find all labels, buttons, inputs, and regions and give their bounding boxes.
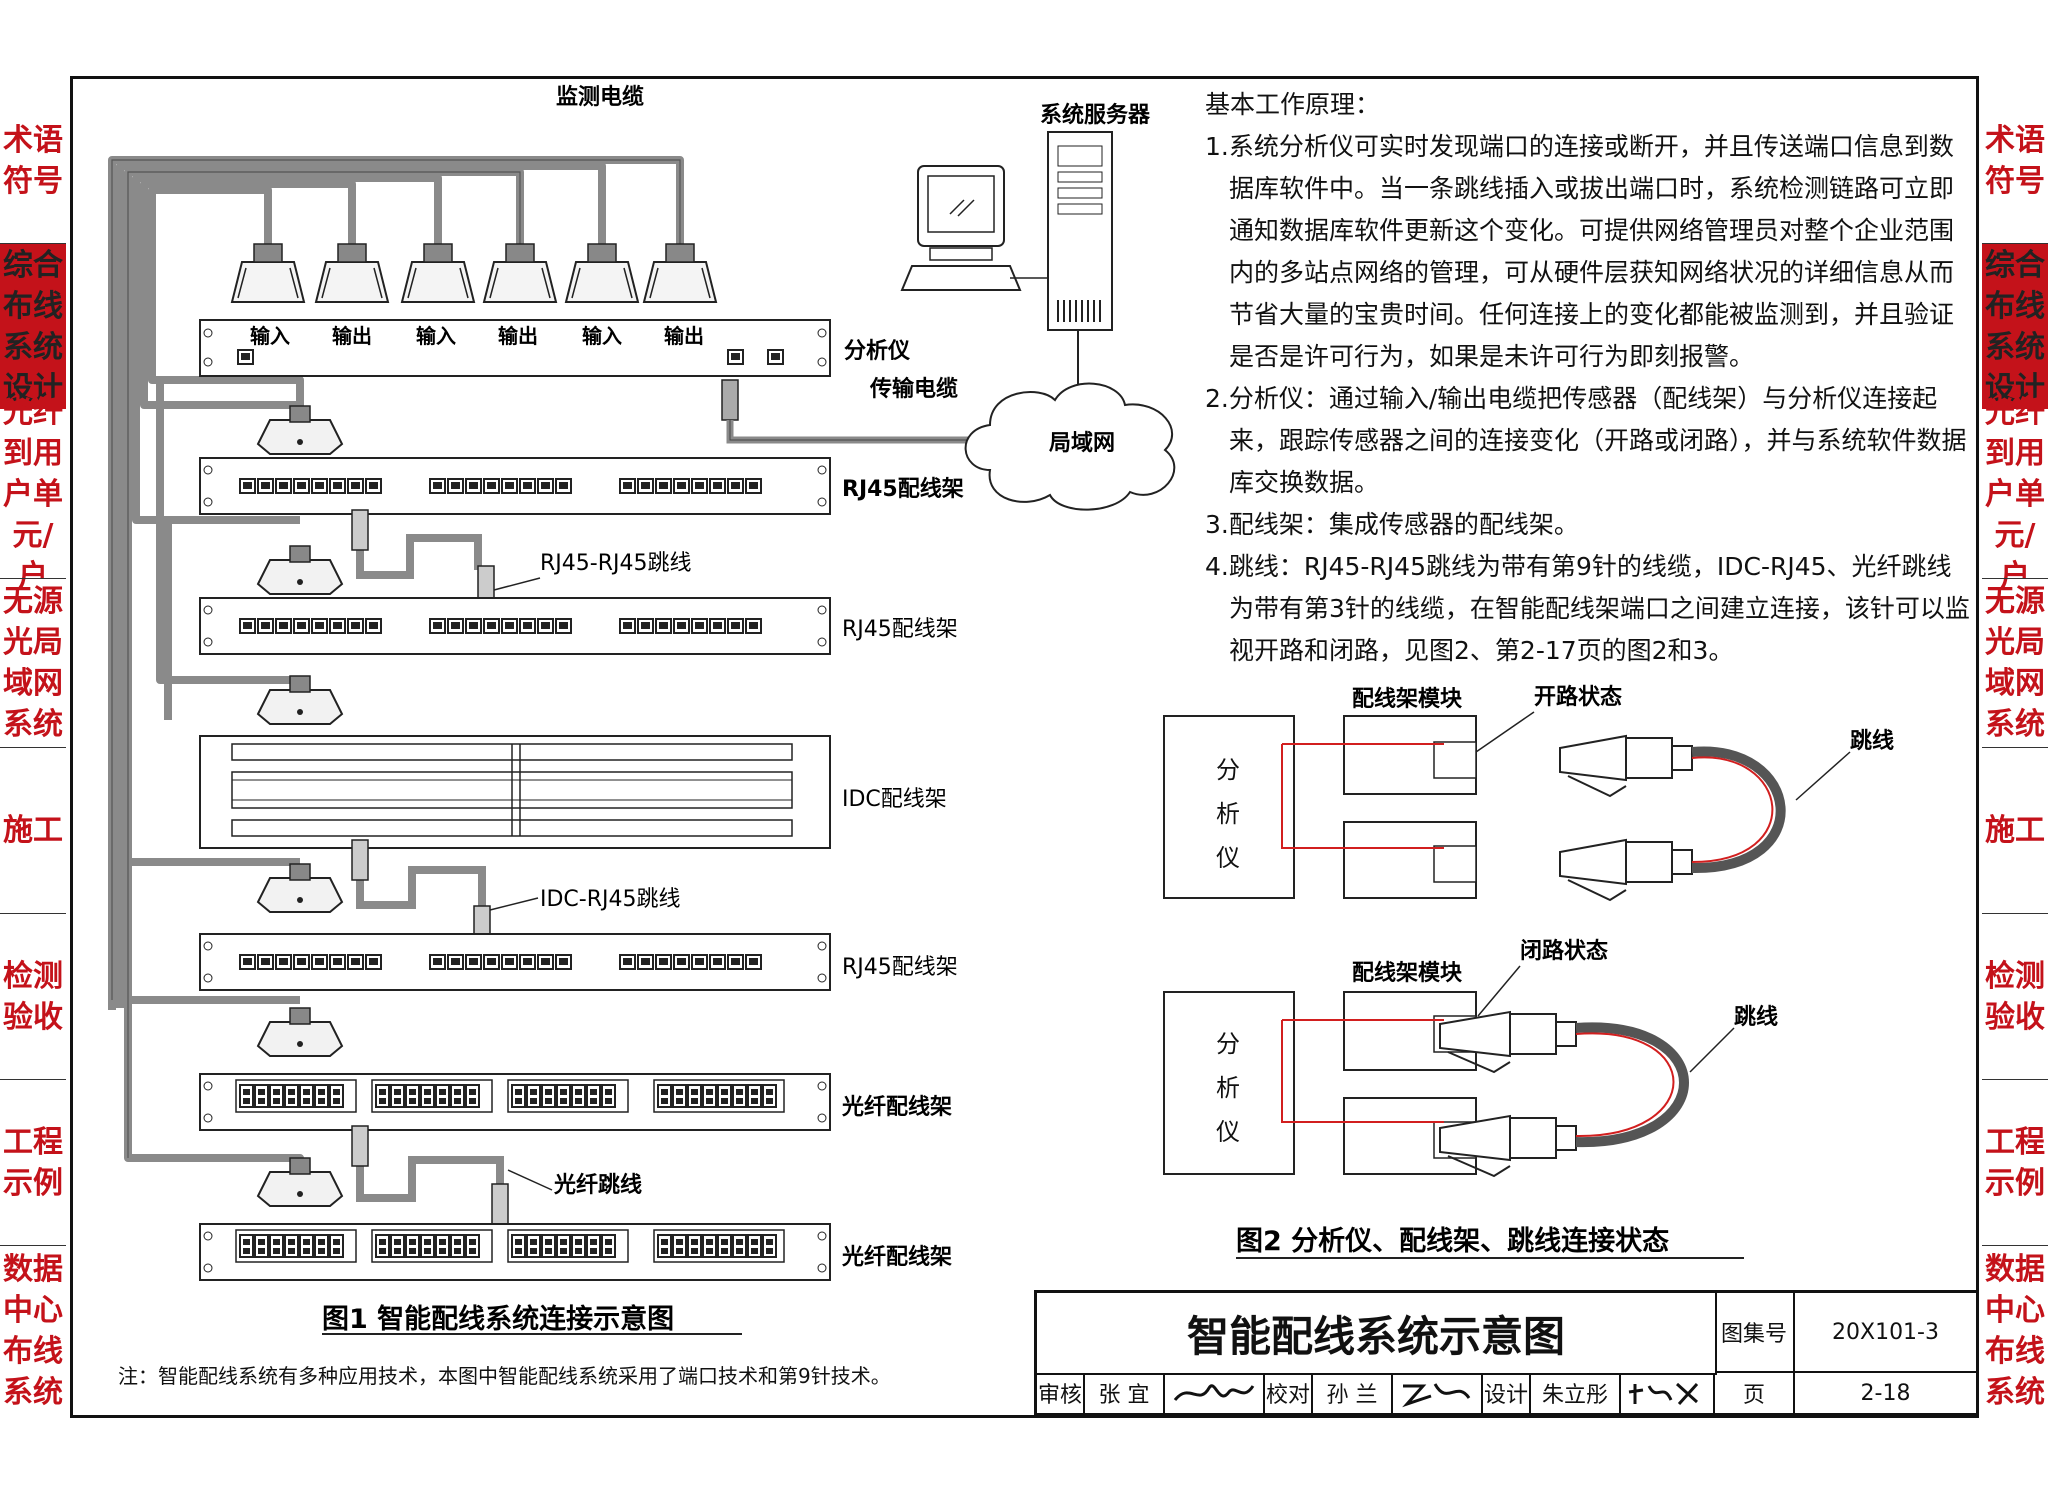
- fig2-jumper-label-2: 跳线: [1734, 1004, 1778, 1030]
- designer-signature: [1621, 1373, 1715, 1415]
- principle-item: 3.配线架：集成传感器的配线架。: [1205, 510, 1579, 539]
- fig2-module-label-2: 配线架模块: [1352, 960, 1463, 986]
- rj45-panel-1: RJ45配线架: [199, 405, 964, 515]
- idc-jumper-label: IDC-RJ45跳线: [540, 887, 681, 912]
- principle-heading: 基本工作原理：: [1205, 90, 1381, 119]
- fig2-jumper-label: 跳线: [1850, 728, 1894, 754]
- lan-label: 局域网: [1049, 430, 1115, 456]
- designer-name: 朱立彤: [1531, 1373, 1621, 1415]
- side-tab-pol[interactable]: 无源 光局 域网 系统: [3, 584, 63, 742]
- principle-item: 2.分析仪：通过输入/输出电缆把传感器（配线架）与分析仪连接起来，跟踪传感器之间…: [1205, 384, 1967, 497]
- side-tab-testing[interactable]: 检测 验收: [3, 958, 63, 1035]
- side-tab-construction-r[interactable]: 施工: [1985, 813, 2045, 848]
- system-server: 系统服务器: [1040, 102, 1151, 331]
- side-tab-examples-r[interactable]: 工程 示例: [1985, 1124, 2045, 1201]
- fiber-jumper-label: 光纤跳线: [553, 1172, 642, 1198]
- footnote: 注：智能配线系统有多种应用技术，本图中智能配线系统采用了端口技术和第9针技术。: [118, 1364, 891, 1388]
- fig1-caption: 图1 智能配线系统连接示意图: [322, 1303, 674, 1335]
- fig2-analyzer-label-open: 分析仪: [1216, 756, 1240, 872]
- fig2-closed-state: 配线架模块 闭路状态 跳线: [1163, 938, 1778, 1178]
- transmission-cable-label: 传输电缆: [869, 376, 958, 402]
- side-tab-cabling-design[interactable]: 综合 布线 系统 设计: [0, 244, 66, 409]
- check-label: 校对: [1265, 1373, 1313, 1415]
- side-tab-terms-r[interactable]: 术语 符号: [1985, 122, 2045, 199]
- rj45-panel-label: RJ45配线架: [842, 955, 958, 980]
- side-tab-fttx-r[interactable]: 光纤 到用 户单 元/户: [1985, 394, 2045, 594]
- side-tab-datacenter[interactable]: 数据 中心 布线 系统: [3, 1252, 63, 1410]
- rj45-panel-label: RJ45配线架: [842, 476, 964, 502]
- side-tab-cabling-design-r[interactable]: 综合 布线 系统 设计: [1982, 244, 2048, 409]
- rj45-jumper-label: RJ45-RJ45跳线: [540, 551, 691, 576]
- fig2-open-state: 分析仪 配线架模块 开路状态 跳线: [1163, 684, 1894, 902]
- atlas-label: 图集号: [1715, 1293, 1795, 1373]
- side-tab-construction[interactable]: 施工: [3, 813, 63, 848]
- rj45-jumper: RJ45-RJ45跳线: [351, 509, 691, 609]
- principle-item: 4.跳线：RJ45-RJ45跳线为带有第9针的线缆，IDC-RJ45、光纤跳线为…: [1205, 552, 1970, 665]
- drawing-frame: [70, 76, 1979, 1418]
- fiber-panel-2: 光纤配线架: [199, 1157, 952, 1281]
- fiber-panel-1: 光纤配线架: [199, 1007, 952, 1131]
- atlas-number: 20X101-3: [1795, 1293, 1976, 1373]
- reviewer-name: 张 宜: [1085, 1373, 1165, 1415]
- side-tab-pol-r[interactable]: 无源 光局 域网 系统: [1985, 584, 2045, 742]
- analyzer-connectors: [231, 243, 717, 303]
- port-label: 输入: [416, 324, 456, 348]
- idc-panel: IDC配线架: [199, 675, 947, 849]
- monitor-cable-bundle: [108, 156, 684, 1175]
- idc-jumper: IDC-RJ45跳线: [351, 839, 681, 949]
- port-label: 输入: [250, 324, 290, 348]
- analyzer-port-labels: 输入 输出 输入 输出 输入 输出: [250, 324, 704, 348]
- fig2-open-label: 开路状态: [1534, 684, 1622, 710]
- design-label: 设计: [1483, 1373, 1531, 1415]
- idc-panel-label: IDC配线架: [842, 787, 947, 812]
- port-label: 输入: [582, 324, 622, 348]
- side-tab-terms[interactable]: 术语 符号: [3, 122, 63, 199]
- fiber-panel-label: 光纤配线架: [841, 1094, 952, 1120]
- port-label: 输出: [498, 324, 538, 348]
- side-tab-testing-r[interactable]: 检测 验收: [1985, 958, 2045, 1035]
- fiber-panel-label: 光纤配线架: [841, 1244, 952, 1270]
- principle-item: 1.系统分析仪可实时发现端口的连接或断开，并且传送端口信息到数据库软件中。当一条…: [1205, 132, 1955, 371]
- drawing-title: 智能配线系统示意图: [1037, 1293, 1717, 1375]
- fig2-module-label: 配线架模块: [1352, 686, 1463, 712]
- workstation-pc: [900, 165, 1048, 291]
- fig2-closed-label: 闭路状态: [1520, 938, 1608, 964]
- lan-cloud: 局域网: [964, 330, 1176, 511]
- side-tab-datacenter-r[interactable]: 数据 中心 布线 系统: [1985, 1252, 2045, 1410]
- monitor-cable-label: 监测电缆: [556, 84, 644, 110]
- fig2-analyzer-label-closed: 分析仪: [1216, 1030, 1240, 1146]
- page-number: 2-18: [1795, 1373, 1976, 1415]
- fiber-jumper: 光纤跳线: [351, 1125, 642, 1229]
- rj45-panel-label: RJ45配线架: [842, 617, 958, 642]
- reviewer-signature: [1165, 1373, 1265, 1415]
- checker-name: 孙 兰: [1313, 1373, 1393, 1415]
- transmission-cable: 传输电缆: [721, 376, 1000, 444]
- review-label: 审核: [1037, 1373, 1085, 1415]
- analyzer-unit: [199, 319, 831, 377]
- checker-signature: [1393, 1373, 1483, 1415]
- title-block: 智能配线系统示意图 图集号 20X101-3 审核 张 宜 校对 孙 兰 设计 …: [1034, 1290, 1976, 1415]
- page-label: 页: [1715, 1373, 1795, 1415]
- analyzer-label: 分析仪: [844, 339, 911, 364]
- port-label: 输出: [332, 324, 372, 348]
- working-principle: 基本工作原理： 1.系统分析仪可实时发现端口的连接或断开，并且传送端口信息到数据…: [1205, 84, 1975, 672]
- rj45-panel-2: RJ45配线架: [199, 545, 958, 655]
- side-tab-fttx[interactable]: 光纤 到用 户单 元/户: [3, 394, 63, 594]
- port-label: 输出: [664, 324, 704, 348]
- fig2-caption: 图2 分析仪、配线架、跳线连接状态: [1236, 1225, 1669, 1257]
- rj45-panel-3: RJ45配线架: [199, 863, 958, 991]
- server-label: 系统服务器: [1040, 102, 1151, 128]
- side-tab-examples[interactable]: 工程 示例: [3, 1124, 63, 1201]
